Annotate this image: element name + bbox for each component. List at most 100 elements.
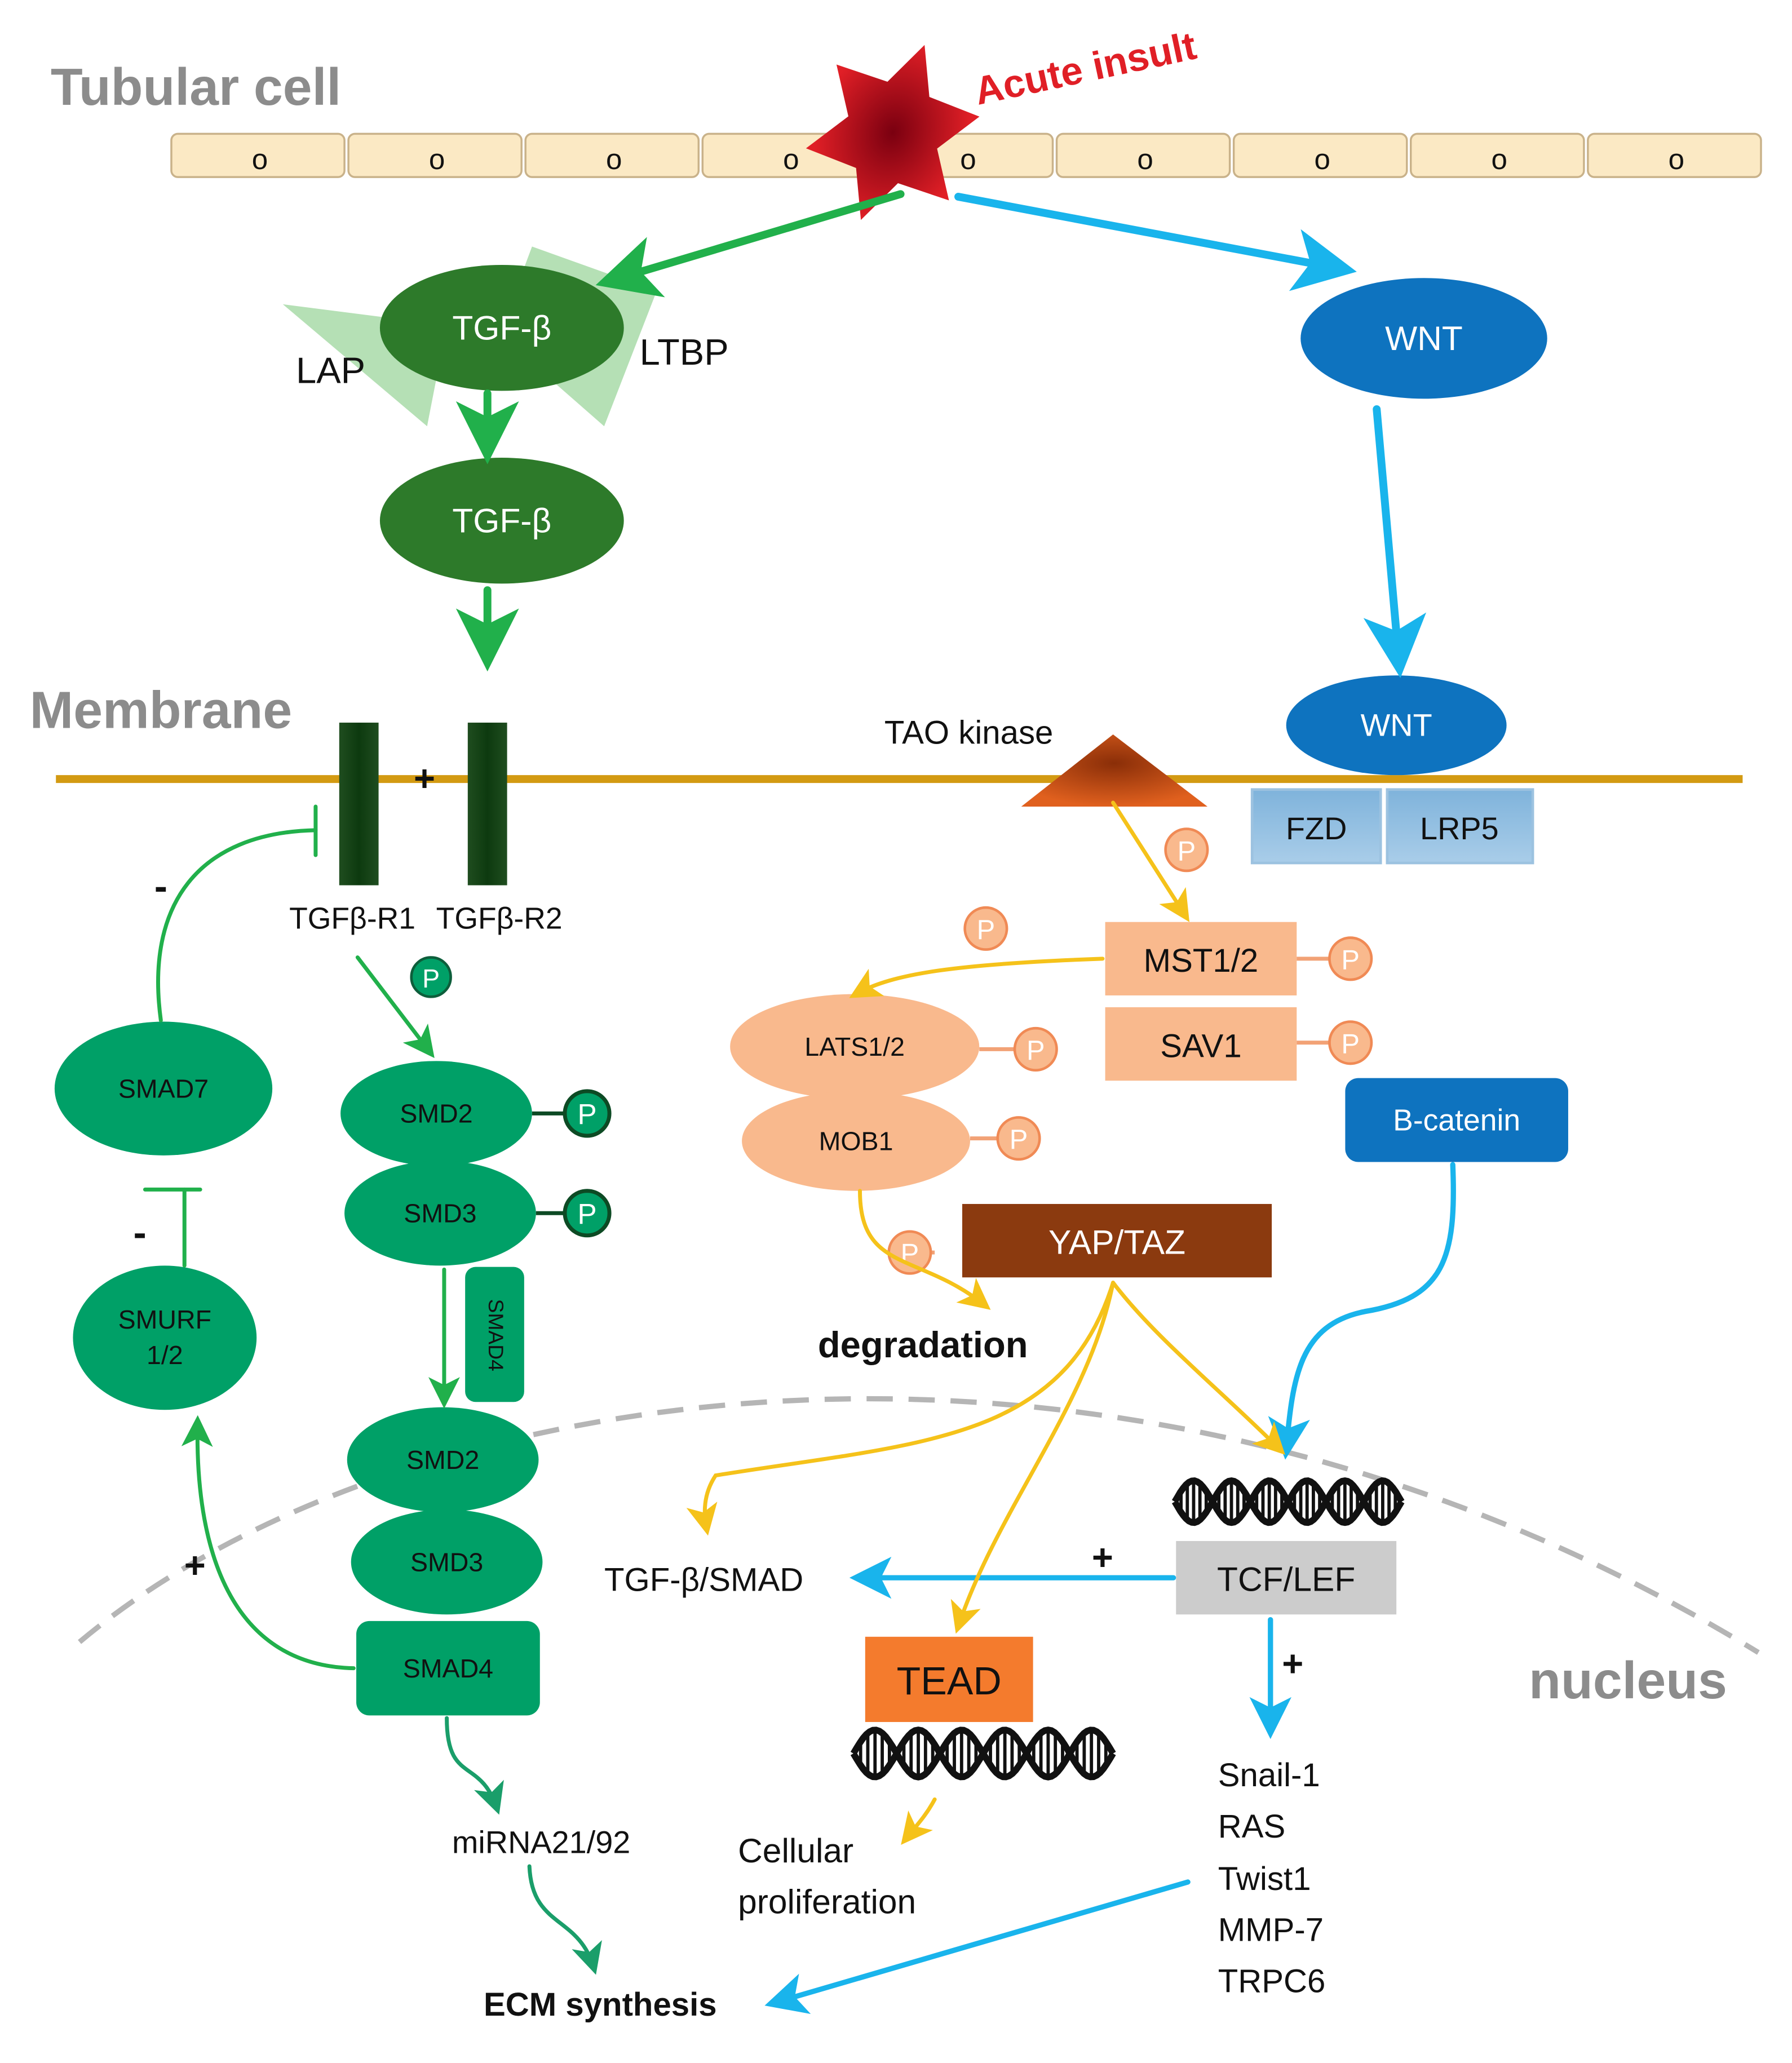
tubular-cell-label: o	[960, 143, 976, 175]
tgfb-active	[379, 458, 624, 584]
proliferation-label-line2: proliferation	[738, 1883, 916, 1921]
dna-strand	[850, 1726, 1116, 1781]
tubular-cell	[524, 132, 700, 178]
tubular-cell-label: o	[1492, 143, 1507, 175]
proliferation-label-line1: Cellular	[738, 1831, 853, 1870]
tubular-cell-label: Tubular cell	[51, 57, 341, 116]
smurf-plus-sign: +	[184, 1544, 206, 1586]
tcf-lef-label: TCF/LEF	[1217, 1560, 1355, 1598]
tead-node	[865, 1636, 1033, 1723]
tubular-cell-label: o	[1669, 143, 1684, 175]
wnt-extracellular-label: WNT	[1385, 319, 1463, 357]
mirna-label: miRNA21/92	[452, 1825, 631, 1860]
fzd-label: FZD	[1286, 811, 1347, 846]
tgfb-active-label: TGF-β	[452, 502, 551, 540]
degradation-label: degradation	[818, 1324, 1028, 1365]
phospho-badge	[1328, 936, 1373, 981]
fzd-receptor	[1250, 788, 1382, 865]
tubular-cell-label: o	[606, 143, 622, 175]
tubular-cell	[1232, 132, 1408, 178]
smd2-phospho-badge	[563, 1089, 612, 1138]
tgfb-latent-label: TGF-β	[452, 309, 551, 347]
tgfb-r2-label: TGFβ-R2	[436, 902, 563, 935]
tubular-cell-label: o	[1314, 143, 1330, 175]
smd3-nucleus	[351, 1509, 543, 1615]
tgfb-r1-label: TGFβ-R1	[289, 902, 415, 935]
tubular-cell	[347, 132, 523, 178]
lats-node	[730, 994, 980, 1099]
wnt-target-mmp7: MMP-7	[1218, 1912, 1324, 1949]
smad7-label: SMAD7	[118, 1074, 209, 1104]
tcf-smad-plus-sign: +	[1092, 1537, 1113, 1578]
tcf-targets-plus-sign: +	[1282, 1643, 1303, 1684]
ltbp-label: LTBP	[640, 331, 729, 373]
smd3-nucleus-label: SMD3	[410, 1547, 483, 1577]
receptor-plus-sign: +	[414, 758, 435, 799]
phospho-label: P	[1026, 1035, 1045, 1066]
smad4-cytoplasm	[465, 1267, 524, 1402]
smurf-node	[73, 1265, 257, 1410]
tubular-cell	[170, 132, 346, 178]
dna-helix-tead	[850, 1726, 1116, 1781]
receptor-phospho-label: P	[422, 964, 440, 993]
smd2-nucleus	[347, 1407, 539, 1512]
phospho-label: P	[1341, 945, 1360, 975]
smurf-label-line1: SMURF	[118, 1305, 211, 1334]
wnt-arrows	[764, 193, 1456, 2015]
tgfb-r1-receptor	[339, 723, 379, 886]
lap-label: LAP	[296, 349, 365, 391]
wnt-target-trpc6: TRPC6	[1218, 1963, 1326, 1999]
smd2-phospho-label: P	[577, 1098, 596, 1130]
hippo-arrows	[686, 800, 1285, 1845]
tubular-cell-label: o	[1137, 143, 1153, 175]
dna-strand	[1171, 1477, 1405, 1526]
tubular-cell-label: o	[783, 143, 799, 175]
phospho-label: P	[977, 915, 995, 945]
smad4-nucleus	[356, 1621, 540, 1716]
b-catenin-label: B-catenin	[1393, 1104, 1520, 1137]
receptor-phospho-badge	[410, 956, 452, 998]
phospho-badge	[963, 906, 1008, 951]
lats-label: LATS1/2	[804, 1032, 905, 1061]
yap-taz-node	[962, 1203, 1272, 1278]
yap-taz-label: YAP/TAZ	[1048, 1223, 1185, 1261]
phospho-badge	[1164, 827, 1209, 873]
wnt-target-snail1: Snail-1	[1218, 1757, 1320, 1794]
smurf-minus-sign: -	[133, 1210, 146, 1254]
mst-node	[1105, 922, 1297, 996]
smad7-node	[54, 1021, 273, 1156]
wnt-extracellular	[1300, 278, 1547, 399]
lrp5-label: LRP5	[1420, 811, 1499, 846]
tcf-lef-node	[1176, 1540, 1397, 1615]
tubular-cell	[1587, 132, 1762, 178]
wnt-target-twist1: Twist1	[1218, 1861, 1311, 1897]
tubular-cell	[1055, 132, 1231, 178]
smd2-nucleus-label: SMD2	[406, 1445, 479, 1475]
acute-insult-label: Acute insult	[971, 23, 1200, 113]
smad4-nucleus-label: SMAD4	[403, 1654, 493, 1683]
phospho-badge	[996, 1116, 1041, 1161]
smad7-minus-sign: -	[154, 864, 167, 908]
tgf-arrows	[143, 190, 905, 1975]
tubular-cell-label: o	[429, 143, 445, 175]
mob1-node	[742, 1091, 970, 1191]
nucleus-boundary	[78, 1396, 1760, 1655]
wnt-membrane	[1286, 675, 1507, 776]
lrp5-receptor	[1386, 788, 1534, 865]
nucleus-label: nucleus	[1529, 1651, 1727, 1710]
wnt-target-ras: RAS	[1218, 1808, 1286, 1845]
mob1-label: MOB1	[819, 1127, 893, 1156]
phospho-label: P	[1010, 1125, 1028, 1155]
smd2-cytoplasm	[340, 1061, 532, 1166]
membrane-label: Membrane	[30, 680, 292, 739]
tead-label: TEAD	[897, 1659, 1002, 1703]
tgfb-latent-complex	[379, 265, 624, 391]
wnt-membrane-label: WNT	[1361, 707, 1432, 742]
dna-helix-tcf	[1171, 1477, 1405, 1526]
phospho-label: P	[1178, 836, 1196, 866]
tubular-cell-label: o	[252, 143, 268, 175]
smad4-cytoplasm-label: SMAD4	[484, 1299, 508, 1371]
